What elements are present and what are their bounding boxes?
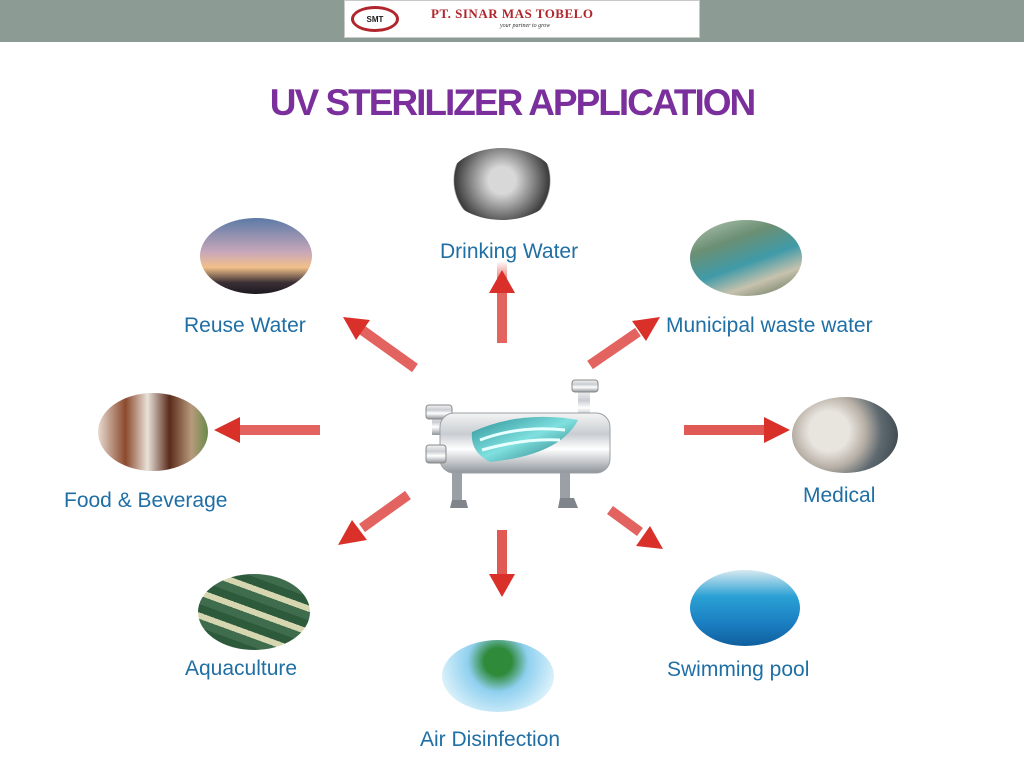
label-municipal-waste-water: Municipal waste water: [666, 314, 873, 337]
fish-school-photo: [198, 574, 310, 650]
arrow-down: [489, 530, 515, 597]
tree-sky-photo: [442, 640, 554, 712]
company-tagline: your partner to grow: [500, 23, 551, 29]
smt-logo-icon: SMT: [351, 6, 399, 32]
company-name: PT. SINAR MAS TOBELO: [431, 6, 594, 21]
treatment-plant-photo: [690, 220, 802, 296]
arrow-down-left: [338, 490, 411, 545]
arrow-up: [489, 261, 515, 343]
logo-text: SMT: [366, 14, 384, 24]
uv-sterilizer-icon: [425, 379, 611, 508]
arrow-down-right: [607, 505, 663, 549]
company-logo: SMT PT. SINAR MAS TOBELO your partner to…: [344, 0, 700, 38]
page-title: UV STERILIZER APPLICATION: [269, 82, 756, 123]
arrow-left: [214, 417, 320, 443]
arrow-up-right: [587, 317, 660, 370]
label-aquaculture: Aquaculture: [185, 657, 298, 680]
swimmer-photo: [690, 570, 800, 646]
beverage-glasses-photo: [98, 393, 208, 471]
arrow-right: [684, 417, 790, 443]
label-air-disinfection: Air Disinfection: [420, 728, 561, 751]
label-drinking-water: Drinking Water: [440, 240, 579, 263]
arrow-up-left: [343, 317, 418, 373]
sunset-pump-photo: [200, 218, 312, 294]
label-reuse-water: Reuse Water: [184, 314, 306, 337]
label-food-beverage: Food & Beverage: [64, 489, 228, 512]
person-drinking-photo: [447, 148, 557, 220]
microscope-lab-photo: [792, 397, 898, 473]
label-medical: Medical: [803, 484, 876, 507]
label-swimming-pool: Swimming pool: [667, 658, 810, 681]
